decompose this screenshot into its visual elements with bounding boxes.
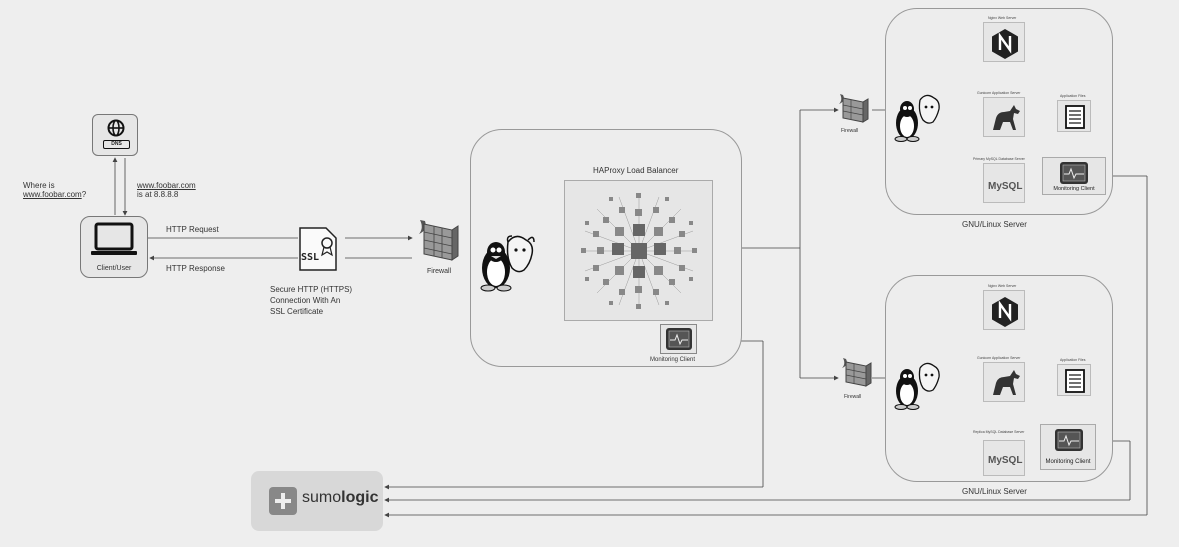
linux-tux-icon	[894, 369, 920, 410]
client-user-label: Client/User	[96, 265, 132, 272]
gnu-icon	[918, 94, 940, 124]
firewall-server-2-label: Firewall	[844, 394, 862, 400]
laptop-icon	[91, 222, 137, 255]
dns-question-suffix: ?	[81, 190, 87, 199]
document-icon	[1065, 105, 1085, 129]
dns-answer-ip: is at 8.8.8.8	[137, 190, 179, 199]
ssl-caption-line-1: Secure HTTP (HTTPS)	[270, 285, 353, 294]
server-1-title: GNU/Linux Server	[962, 220, 1027, 229]
firewall-icon	[842, 358, 872, 387]
dns-answer-domain: www.foobar.com	[137, 181, 196, 190]
dns-question-domain: www.foobar.com	[23, 190, 82, 199]
http-request-label: HTTP Request	[166, 225, 219, 234]
dns-badge: DNS	[103, 140, 130, 149]
lb-monitoring-client[interactable]	[660, 324, 697, 354]
sumologic-word-a: sumo	[302, 489, 342, 506]
server-2-title: GNU/Linux Server	[962, 487, 1027, 496]
http-response-label: HTTP Response	[166, 264, 225, 273]
globe-icon	[107, 119, 125, 137]
gunicorn-label-2: Gunicorn Application Server	[977, 356, 1021, 360]
application-files-1[interactable]	[1057, 100, 1091, 132]
monitor-icon	[1055, 429, 1083, 451]
sumologic-word-b: logic	[341, 489, 379, 506]
document-icon	[1065, 369, 1085, 393]
nginx-web-server-1[interactable]	[983, 22, 1025, 62]
plus-icon	[269, 487, 297, 515]
lb-monitoring-label: Monitoring Client	[650, 357, 696, 363]
dns-question: www.foobar.com?	[23, 190, 86, 199]
server-1-monitoring-client[interactable]: Monitoring Client	[1042, 157, 1106, 195]
horse-icon	[993, 105, 1020, 130]
dns-question-prefix: Where is	[23, 181, 55, 190]
linux-tux-icon	[894, 101, 920, 142]
gnu-icon	[506, 235, 535, 273]
ssl-caption-line-3: SSL Certificate	[270, 307, 324, 316]
nginx-label-2: Nginx Web Server	[988, 284, 1017, 288]
server-2-monitoring-client[interactable]: Monitoring Client	[1040, 424, 1096, 470]
mysql-primary-1[interactable]: MySQL	[983, 163, 1025, 203]
app-files-label-2: Application Files	[1060, 358, 1086, 362]
haproxy-panel[interactable]	[564, 180, 713, 321]
mysql-replica-2[interactable]: MySQL	[983, 440, 1025, 476]
firewall-icon	[839, 94, 869, 123]
server-1-monitoring-label: Monitoring Client	[1053, 186, 1095, 192]
nginx-icon	[992, 297, 1018, 327]
application-files-2[interactable]	[1057, 364, 1091, 396]
gunicorn-app-server-2[interactable]	[983, 362, 1025, 402]
network-mesh-icon	[581, 193, 697, 309]
firewall-main-label: Firewall	[427, 268, 452, 275]
sumologic-service[interactable]: sumologic	[251, 471, 383, 531]
app-files-label-1: Application Files	[1060, 94, 1086, 98]
firewall-server-1-label: Firewall	[841, 128, 859, 134]
mysql-logo: MySQL	[988, 455, 1023, 466]
nginx-label-1: Nginx Web Server	[988, 16, 1017, 20]
dns-server[interactable]: DNS	[92, 114, 138, 156]
firewall-server-1[interactable]: Firewall	[835, 92, 875, 140]
monitor-icon	[1060, 162, 1088, 184]
mysql-label-1: Primary MySQL Database Server	[973, 157, 1025, 161]
mysql-logo: MySQL	[988, 181, 1023, 192]
firewall-icon	[419, 220, 459, 261]
mysql-label-2: Replica MySQL Database Server	[973, 430, 1025, 434]
firewall-server-2[interactable]: Firewall	[838, 356, 878, 404]
nginx-icon	[992, 29, 1018, 59]
certificate-icon	[299, 227, 337, 271]
haproxy-title: HAProxy Load Balancer	[593, 166, 679, 175]
gunicorn-label-1: Gunicorn Application Server	[977, 91, 1021, 95]
linux-tux-icon	[480, 242, 512, 292]
gunicorn-app-server-1[interactable]	[983, 97, 1025, 137]
horse-icon	[993, 370, 1020, 395]
ssl-certificate[interactable]: SSL	[298, 226, 342, 272]
client-user-box[interactable]: Client/User	[80, 216, 148, 278]
firewall-main[interactable]: Firewall	[412, 216, 464, 276]
gnu-icon	[918, 362, 940, 392]
nginx-web-server-2[interactable]	[983, 290, 1025, 330]
monitor-icon	[666, 328, 692, 350]
ssl-badge: SSL	[301, 252, 320, 263]
ssl-caption-line-2: Connection With An	[270, 296, 341, 305]
server-2-monitoring-label: Monitoring Client	[1045, 459, 1091, 465]
sumologic-logo: sumologic	[302, 489, 378, 507]
